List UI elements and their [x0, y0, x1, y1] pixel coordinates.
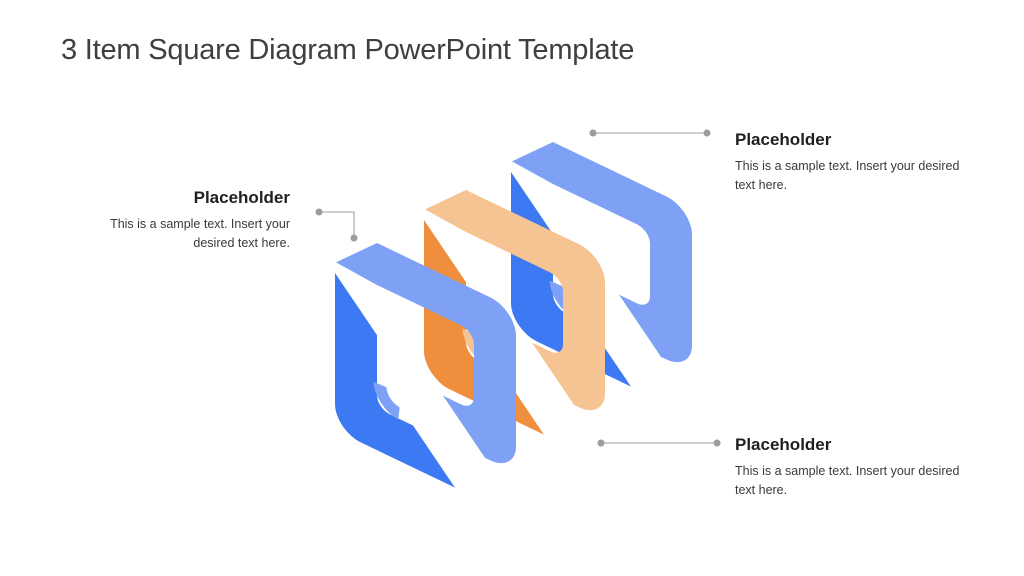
- callout-label: Placeholder: [193, 188, 290, 207]
- callout-body: This is a sample text. Insert your desir…: [735, 464, 960, 497]
- connector-dot: [703, 129, 711, 137]
- page-title[interactable]: 3 Item Square Diagram PowerPoint Templat…: [61, 34, 635, 66]
- connector-bottom-right: [597, 439, 721, 447]
- callout-left[interactable]: Placeholder This is a sample text. Inser…: [68, 188, 290, 253]
- callout-top-right[interactable]: Placeholder This is a sample text. Inser…: [735, 130, 963, 195]
- connector-top-right: [589, 129, 711, 137]
- connector-dot: [350, 234, 358, 242]
- callout-body: This is a sample text. Insert your desir…: [735, 159, 960, 192]
- connector-dot: [713, 439, 721, 447]
- connector-dot: [597, 439, 605, 447]
- connector-dot: [315, 208, 323, 216]
- callout-label: Placeholder: [735, 130, 832, 149]
- callout-bottom-right[interactable]: Placeholder This is a sample text. Inser…: [735, 435, 963, 500]
- callout-label: Placeholder: [735, 435, 832, 454]
- connector-dot: [589, 129, 597, 137]
- callout-body: This is a sample text. Insert your desir…: [110, 217, 290, 250]
- connector-left: [315, 208, 358, 242]
- connector-line: [319, 211, 355, 235]
